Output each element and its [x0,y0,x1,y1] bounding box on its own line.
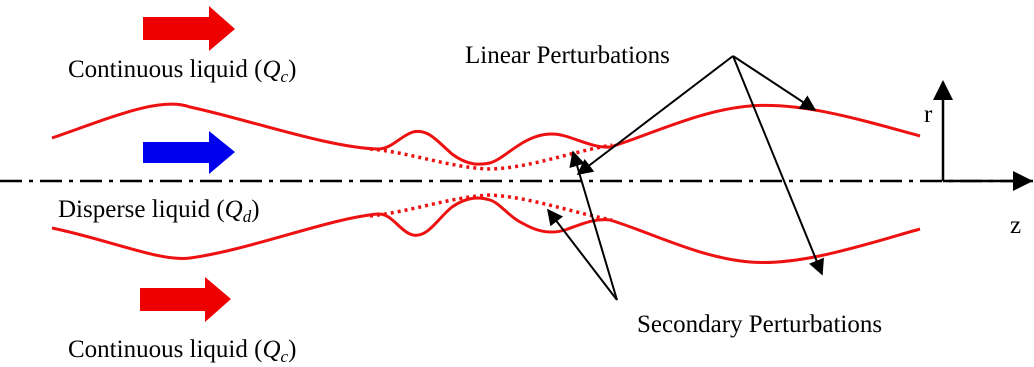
axis-r-label: r [924,101,933,128]
disperse-flow-arrow [143,131,235,174]
disperse-liquid-label: Disperse liquid (Qd) [58,196,260,226]
continuous-bottom-close: ) [288,336,296,363]
upper-interface-left [52,104,610,164]
continuous-flow-arrow-bottom [140,277,231,322]
continuous-bottom-text: Continuous liquid ( [68,336,262,363]
disperse-symbol: Q [225,196,243,223]
continuous-top-text: Continuous liquid ( [68,56,262,83]
continuous-top-symbol: Q [262,56,280,83]
upper-interface-right [610,105,920,147]
lower-interface-right [610,220,920,263]
continuous-flow-arrow-top [143,6,235,51]
axis-z-label: z [1010,212,1021,239]
secondary-perturbations-label: Secondary Perturbations [637,311,882,338]
continuous-liquid-label-top: Continuous liquid (Qc) [68,56,296,86]
disperse-text: Disperse liquid ( [58,196,225,223]
continuous-top-close: ) [288,56,296,83]
linear-pointer-left [578,56,733,174]
linear-perturbations-label: Linear Perturbations [465,42,670,69]
disperse-close: ) [251,196,259,223]
upper-interface-dotted [370,145,612,169]
continuous-liquid-label-bottom: Continuous liquid (Qc) [68,336,296,366]
linear-pointer-upper [733,56,815,110]
lower-interface-dotted [370,195,612,220]
continuous-bottom-symbol: Q [262,336,280,363]
linear-pointer-lower [733,56,822,274]
